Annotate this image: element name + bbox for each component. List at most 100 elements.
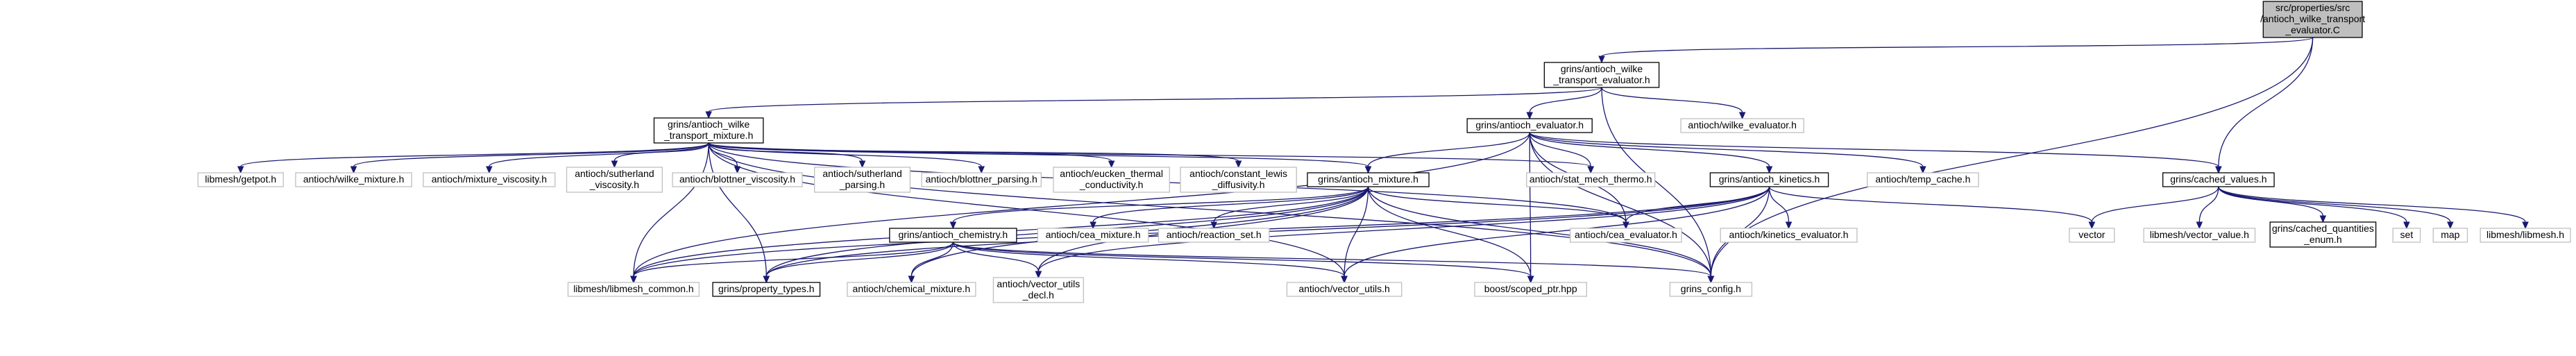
edge-line	[633, 142, 709, 277]
edge-line	[952, 241, 1712, 277]
node-box	[992, 277, 1084, 303]
edge-line	[1367, 186, 1532, 277]
edge-arrowhead	[1210, 221, 1217, 230]
node-antioch-evaluator-h[interactable]: grins/antioch_evaluator.h	[1466, 118, 1593, 133]
node-label-line: grins/cached_values.h	[2170, 173, 2266, 185]
node-box	[1466, 118, 1593, 133]
edge-antioch-mixture-h-to-cea-mixture-h	[1090, 186, 1369, 230]
edge-line	[2091, 186, 2219, 223]
edge-arrowhead	[2215, 166, 2222, 174]
node-grins-config-h: grins_config.h	[1669, 282, 1753, 297]
node-box	[295, 172, 412, 187]
node-label-line: _viscosity.h	[589, 179, 639, 190]
edge-arrowhead	[858, 160, 866, 169]
node-scoped-ptr-hpp: boost/scoped_ptr.hpp	[1474, 282, 1587, 297]
node-label-line: vector	[2078, 229, 2105, 240]
node-box	[197, 172, 284, 187]
node-box	[2480, 228, 2571, 243]
node-label-line: set	[2400, 229, 2414, 240]
edge-line	[613, 142, 709, 162]
node-antioch-kinetics-h[interactable]: grins/antioch_kinetics.h	[1709, 172, 1829, 187]
node-label-line: _decl.h	[1022, 289, 1054, 300]
edge-wilke-transport-mixture-h-to-sutherland-viscosity-h	[611, 142, 709, 169]
edge-line	[633, 241, 954, 277]
node-box	[2432, 228, 2468, 243]
edge-line	[708, 142, 982, 167]
edge-root-to-wilke-transport-evaluator-h	[1598, 37, 2314, 64]
node-property-types-h[interactable]: grins/property_types.h	[712, 282, 821, 297]
edge-line	[708, 87, 1602, 112]
edge-arrowhead	[1765, 166, 1773, 174]
edge-line	[1625, 186, 1770, 223]
node-cached-quantities-enum-h[interactable]: grins/cached_quantities_enum.h	[2269, 221, 2377, 248]
node-box	[1680, 118, 1804, 133]
edge-antioch-mixture-h-to-antioch-chemistry-h	[949, 186, 1369, 230]
node-box	[653, 117, 764, 144]
edge-line	[1367, 132, 1530, 167]
edge-wilke-transport-mixture-h-to-libmesh-getpot-h	[237, 142, 709, 174]
node-chemical-mixture-h: antioch/chemical_mixture.h	[847, 282, 976, 297]
node-label-line: grins/cached_quantities	[2272, 223, 2374, 234]
node-libmesh-libmesh-h: libmesh/libmesh.h	[2480, 228, 2571, 243]
node-cached-values-h[interactable]: grins/cached_values.h	[2162, 172, 2275, 187]
edge-cached-values-h-to-libmesh-vector-value-h	[2196, 186, 2219, 230]
edge-line	[1601, 87, 1743, 113]
edge-line	[1092, 186, 1369, 223]
node-box	[814, 167, 911, 193]
node-label-line: grins/antioch_evaluator.h	[1475, 119, 1584, 130]
node-label-line: antioch/temp_cache.h	[1875, 173, 1970, 185]
edge-arrowhead	[1920, 166, 1926, 174]
node-temp-cache-h: antioch/temp_cache.h	[1867, 172, 1979, 187]
node-label-line: boost/scoped_ptr.hpp	[1484, 283, 1577, 294]
edge-line	[353, 142, 709, 167]
edge-arrowhead	[1707, 276, 1715, 284]
edge-arrowhead	[1090, 221, 1096, 230]
node-box	[2262, 1, 2363, 38]
node-kinetics-evaluator-h: antioch/kinetics_evaluator.h	[1720, 228, 1858, 243]
edge-line	[2218, 186, 2451, 223]
edge-line	[1529, 132, 2219, 167]
edge-antioch-kinetics-h-to-vector-utils-h	[1341, 186, 1770, 284]
node-label-line: _diffusivity.h	[1212, 179, 1265, 190]
node-wilke-transport-evaluator-h[interactable]: grins/antioch_wilke_transport_evaluator.…	[1543, 62, 1660, 88]
edge-line	[952, 241, 1040, 272]
node-cea-mixture-h: antioch/cea_mixture.h	[1037, 228, 1149, 243]
node-mixture-viscosity-h: antioch/mixture_viscosity.h	[423, 172, 556, 187]
edge-antioch-mixture-h-to-reaction-set-h	[1210, 186, 1369, 230]
node-label-line: grins/antioch_chemistry.h	[899, 229, 1008, 240]
edge-line	[633, 132, 1530, 277]
edge-line	[1529, 132, 1770, 167]
edge-arrowhead	[1235, 160, 1242, 169]
node-box	[712, 282, 821, 297]
node-box	[2392, 228, 2421, 243]
edge-antioch-chemistry-h-to-vector-utils-decl-h	[952, 241, 1042, 279]
node-label-line: antioch/reaction_set.h	[1167, 229, 1262, 240]
edge-wilke-transport-mixture-h-to-sutherland-parsing-h	[708, 142, 866, 169]
node-box	[2143, 228, 2256, 243]
edge-line	[708, 142, 1591, 167]
node-root[interactable]: src/properties/src/antioch_wilke_transpo…	[2260, 1, 2365, 38]
node-antioch-mixture-h[interactable]: grins/antioch_mixture.h	[1307, 172, 1430, 187]
edge-arrowhead	[1526, 112, 1533, 120]
node-label-line: _enum.h	[2303, 234, 2341, 245]
node-label-line: grins/property_types.h	[718, 283, 815, 294]
edge-arrowhead	[1785, 221, 1793, 230]
node-box	[567, 282, 700, 297]
node-constant-lewis-h: antioch/constant_lewis_diffusivity.h	[1180, 167, 1297, 193]
node-antioch-chemistry-h[interactable]: grins/antioch_chemistry.h	[889, 228, 1017, 243]
node-stat-mech-thermo-h: antioch/stat_mech_thermo.h	[1526, 172, 1656, 187]
node-box	[1286, 282, 1403, 297]
node-box	[2162, 172, 2275, 187]
edge-cached-values-h-to-libmesh-libmesh-h	[2218, 186, 2529, 230]
node-box	[2069, 228, 2115, 243]
node-reaction-set-h: antioch/reaction_set.h	[1158, 228, 1270, 243]
edge-line	[1529, 87, 1602, 113]
node-box	[921, 172, 1042, 187]
node-eucken-h: antioch/eucken_thermal_conductivity.h	[1053, 167, 1170, 193]
node-sutherland-parsing-h: antioch/sutherland_parsing.h	[814, 167, 911, 193]
node-label-line: antioch/vector_utils.h	[1298, 283, 1390, 294]
edge-line	[952, 241, 1345, 277]
edge-line	[1768, 186, 1790, 223]
graph-edges	[237, 37, 2529, 284]
node-wilke-transport-mixture-h[interactable]: grins/antioch_wilke_transport_mixture.h	[653, 117, 764, 144]
